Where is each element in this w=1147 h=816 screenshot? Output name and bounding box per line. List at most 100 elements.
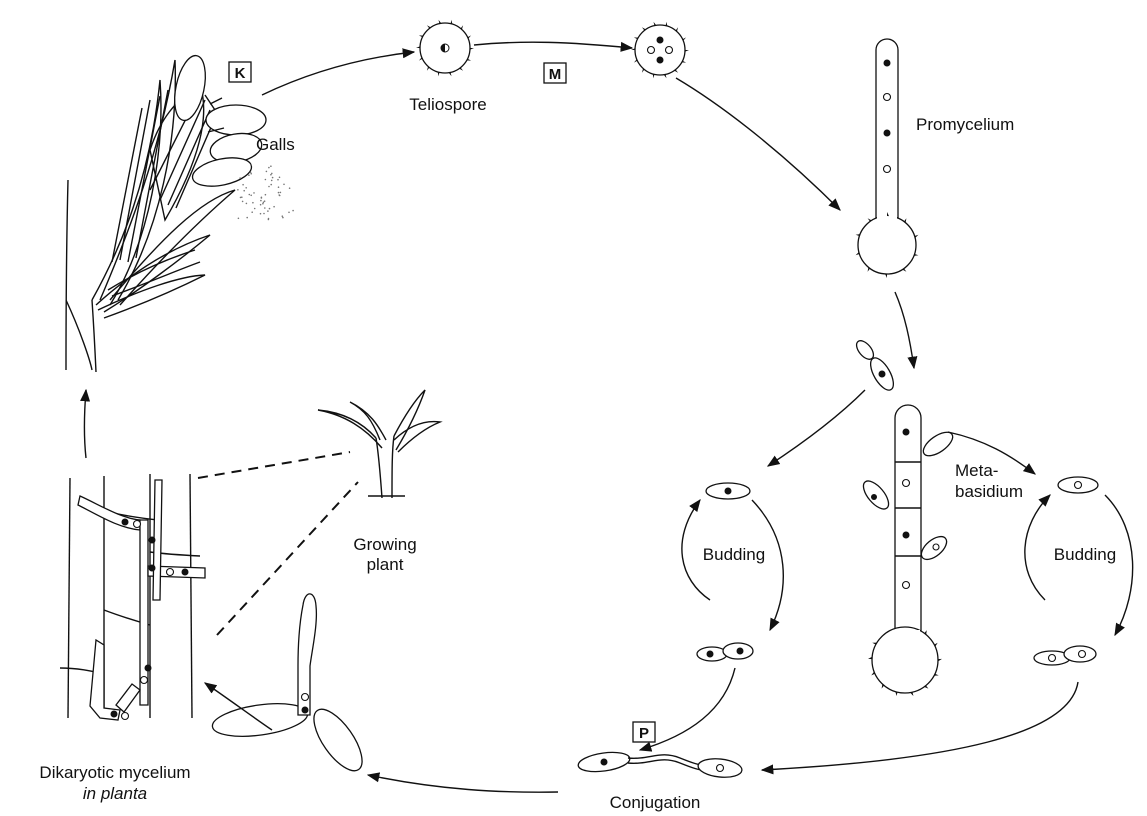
spore-speck	[271, 172, 273, 175]
cell-wall-spine	[426, 25, 431, 29]
cell-wall-spine	[885, 273, 887, 278]
corn-plant-with-galls	[65, 54, 267, 373]
teliospore-cell	[419, 22, 471, 74]
spore-speck	[281, 215, 284, 217]
cell-wall-spine	[855, 234, 861, 236]
arrow-meiosis-to-promycelium	[675, 77, 841, 211]
spore-speck	[248, 193, 251, 196]
sporidium-free	[855, 340, 895, 391]
conjugation-cells	[577, 751, 743, 778]
spore-speck	[267, 210, 269, 212]
spore-speck	[241, 196, 243, 198]
cell-wall-spine	[459, 67, 464, 71]
spore-speck	[251, 211, 253, 213]
cell-wall-spine	[904, 218, 907, 223]
spore-speck	[288, 187, 291, 189]
spore-speck	[277, 191, 280, 194]
cell-wall-spine	[467, 35, 472, 39]
spore-speck	[273, 205, 275, 208]
cell-wall-spine	[466, 58, 472, 61]
spore-speck	[270, 183, 273, 186]
cell-wall-spine	[867, 218, 872, 222]
spore-speck	[268, 166, 270, 169]
spore-speck	[283, 183, 285, 186]
spore-speck	[263, 200, 266, 202]
label-metabasidium-2: basidium	[955, 482, 1023, 501]
spore-speck	[271, 176, 274, 179]
cell-wall-spine	[681, 60, 687, 63]
cell-wall-spine	[881, 684, 885, 689]
spore-speck	[265, 170, 268, 173]
cell-wall-spine	[641, 27, 646, 31]
dikaryotic-mycelium	[59, 473, 206, 721]
cell-wall-spine	[682, 37, 687, 41]
spore-speck	[278, 176, 281, 179]
marker-k: K	[228, 61, 252, 83]
label-metabasidium-1: Meta-	[955, 461, 998, 480]
spore-speck	[241, 200, 244, 203]
cell-wall-spine	[902, 268, 907, 272]
arrow-budding-right-to-conjugation	[760, 681, 1079, 775]
marker-k-text: K	[235, 65, 246, 82]
spore-speck	[246, 216, 248, 219]
cell-wall-spine	[867, 267, 870, 272]
label-galls: Galls	[256, 135, 295, 154]
arrow-mycelium-to-plant	[80, 388, 91, 459]
spore-speck	[267, 217, 270, 220]
spore-speck	[277, 186, 280, 188]
spore-speck	[278, 194, 281, 196]
cell-wall-spine	[934, 673, 939, 676]
spore-speck	[262, 201, 265, 204]
meiotic-teliospore	[634, 24, 686, 76]
spore-speck	[292, 209, 294, 212]
spore-speck	[262, 202, 264, 205]
spore-speck	[268, 207, 271, 210]
cell-wall-spine	[855, 252, 860, 256]
spore-speck	[253, 192, 255, 194]
spore-speck	[270, 173, 272, 176]
cell-wall-spine	[887, 212, 889, 217]
cell-wall-spine	[663, 74, 667, 79]
marker-m-text: M	[549, 66, 562, 83]
cell-wall-spine	[418, 35, 424, 38]
label-dikaryotic-1: Dikaryotic mycelium	[39, 763, 190, 782]
spore-speck	[250, 194, 252, 197]
spore-speck	[264, 207, 266, 209]
budding-right-cells	[1033, 476, 1099, 666]
spore-speck	[237, 217, 240, 220]
cell-wall-spine	[460, 25, 464, 30]
budding-left-cells	[696, 482, 754, 662]
spore-speck	[264, 178, 267, 181]
cell-wall-spine	[426, 66, 430, 71]
marker-m: M	[543, 62, 567, 84]
spore-speck	[239, 177, 241, 179]
spore-speck	[239, 196, 242, 199]
spore-speck	[245, 187, 247, 189]
spore-cloud	[237, 164, 294, 221]
spore-speck	[249, 171, 252, 174]
cell-wall-spine	[674, 69, 679, 73]
cell-wall-spine	[675, 27, 679, 32]
label-budding-left: Budding	[703, 545, 765, 564]
spore-speck	[270, 179, 273, 182]
spore-speck	[263, 212, 265, 215]
arrow-galls-to-teliospore	[261, 48, 416, 96]
spore-speck	[259, 212, 262, 215]
label-promycelium: Promycelium	[916, 115, 1014, 134]
cell-wall-spine	[665, 21, 668, 27]
spore-speck	[277, 178, 279, 181]
cell-wall-spine	[872, 642, 877, 645]
spore-speck	[260, 197, 263, 199]
cell-wall-spine	[913, 254, 919, 256]
spore-speck	[279, 191, 282, 194]
spore-speck	[259, 203, 262, 206]
arrow-promycelium-to-metabasidium	[894, 291, 918, 370]
arrow-filament-to-mycelium	[203, 682, 273, 731]
spore-speck	[245, 202, 248, 205]
spore-speck	[260, 199, 262, 202]
label-budding-right: Budding	[1054, 545, 1116, 564]
spore-speck	[288, 211, 290, 214]
arrow-conjugation-to-filament	[366, 772, 559, 793]
cell-wall-spine	[438, 19, 442, 24]
